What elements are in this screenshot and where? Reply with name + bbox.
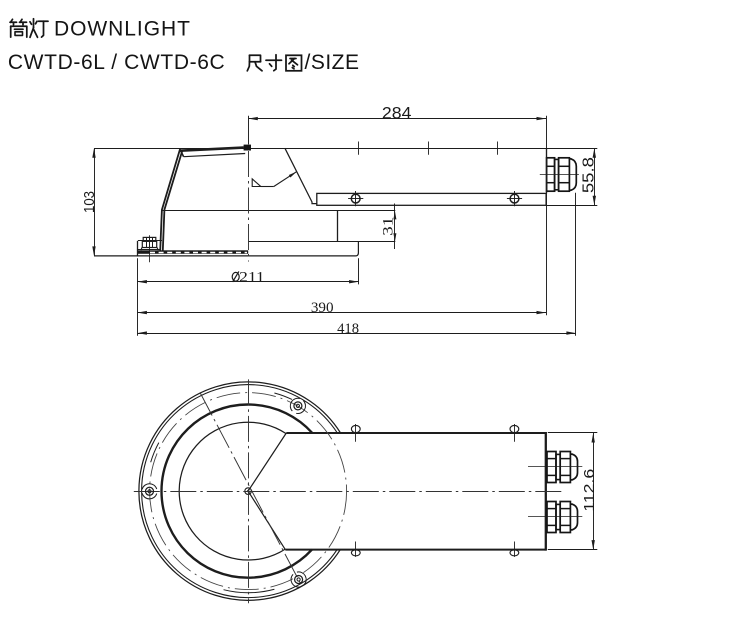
svg-text:55.8: 55.8 (580, 157, 597, 193)
svg-text:211: 211 (239, 270, 265, 286)
svg-text:112.6: 112.6 (581, 469, 598, 512)
svg-text:DOWNLIGHT: DOWNLIGHT (54, 17, 191, 40)
svg-text:103: 103 (81, 191, 98, 213)
svg-text:390: 390 (311, 300, 334, 316)
svg-text:CWTD-6L / CWTD-6C: CWTD-6L / CWTD-6C (8, 51, 225, 74)
svg-text:31: 31 (381, 217, 397, 236)
svg-text:284: 284 (382, 104, 412, 122)
svg-text:/SIZE: /SIZE (305, 51, 360, 74)
svg-text:418: 418 (337, 321, 359, 337)
